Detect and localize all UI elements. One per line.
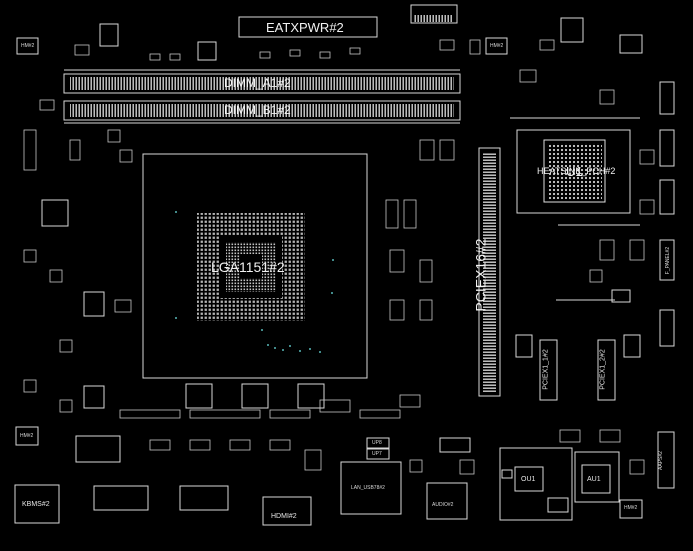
au1-label: AU1 [587,476,601,483]
lan-connector [340,461,402,515]
dimm-a1-label: DIMM_A1#2 [224,76,291,90]
heatsink-pch-label: HEATSINK_PCH#2 [537,166,616,176]
aaps-label: AAPS#2 [657,451,664,470]
au1-chip [581,464,611,494]
ou1-chip [514,466,544,492]
cpu-socket [142,153,368,379]
pciex16-slot [478,147,501,397]
up8-label: UP8 [372,440,382,446]
ou1-label: OU1 [521,476,536,483]
pciex1-1-slot [539,339,558,401]
heatsink-pch [516,129,631,214]
hm-bottom-right-label: HM#2 [624,505,638,511]
audio-label: AUDIO#2 [432,502,454,508]
pciex1-1-label: PCIEX1_1#2 [542,349,550,390]
hm-top-right-label: HM#2 [490,43,504,49]
dimm-a1-slot [63,73,461,94]
kbms-label: KBMS#2 [22,501,50,508]
lga1151-label: LGA1151#2 [211,259,285,275]
hm-top-left-label: HM#2 [21,43,35,49]
dimm-b1-label: DIMM_B1#2 [224,103,291,117]
dimm-b1-slot [63,100,461,121]
audio-connector [426,482,468,520]
f-panel-label: F_PANEL#2 [665,246,672,275]
hdmi-label: HDMI#2 [271,513,297,520]
hdmi-connector [262,496,312,526]
lan-label: LAN_USB78#2 [351,485,385,491]
hm-left-label: HM#2 [20,433,34,439]
pch-chip-label: U1 [566,164,583,179]
pciex1-2-label: PCIEX1_2#2 [599,349,607,390]
pciex1-2-slot [597,339,616,401]
kbms-connector [14,484,60,524]
up7-label: UP7 [372,451,382,457]
pciex16-label: PCIEX16#2 [472,238,489,312]
eatxpwr-label: EATXPWR#2 [266,20,344,35]
eatxpwr-connector [238,16,378,38]
